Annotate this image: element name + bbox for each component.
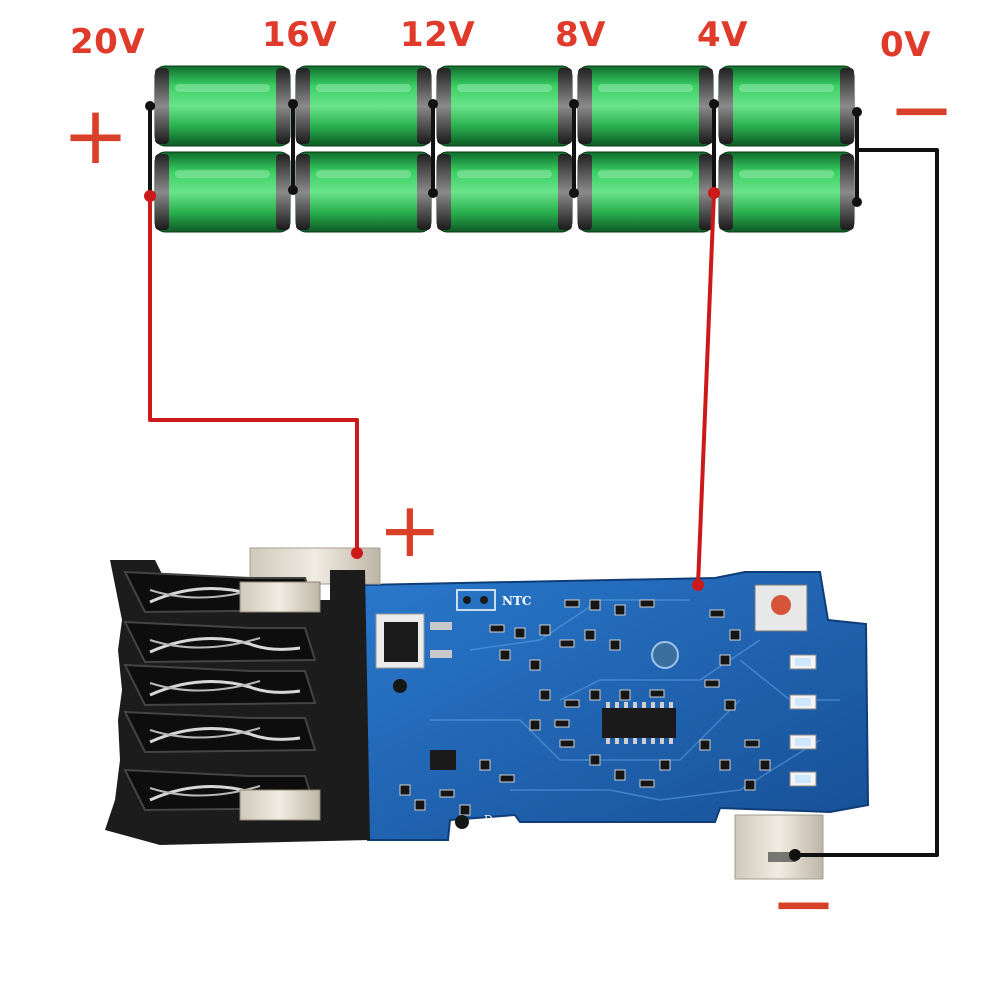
terminal-connector [105,547,381,845]
voltage-label-20v: 20V [70,22,146,62]
battery-cell [718,151,855,233]
silkscreen-d: D [484,813,493,826]
battery-cell [577,151,714,233]
neg-wire-dot [789,849,801,861]
silkscreen-ntc: NTC [502,594,531,608]
battery-cell [436,151,573,233]
terminal-blade [123,570,321,614]
pack-positive-sign: + [62,89,130,182]
push-button-switch [754,584,808,632]
voltage-label-0v: 0V [880,25,931,65]
battery-cell [295,151,432,233]
pack-negative-sign: − [888,63,956,156]
battery-pack [154,65,855,233]
mounting-hole [651,641,679,669]
battery-cell [577,65,714,147]
terminal-blade [123,620,317,664]
voltage-label-16v: 16V [262,15,338,55]
battery-cell [154,151,291,233]
wire-positive [148,196,359,553]
voltage-label-12v: 12V [400,15,476,55]
mosfet-chip [375,613,452,669]
smd-components [393,599,771,829]
controller-ic [602,702,676,744]
battery-cell [436,65,573,147]
wire-negative [795,148,939,857]
voltage-label-4v: 4V [697,15,748,55]
terminal-blade [123,663,317,707]
terminal-blade [123,768,321,821]
led-indicators [789,654,817,787]
battery-cell [154,65,291,147]
cell-links [148,104,859,202]
battery-cell [295,65,432,147]
wire-end-dots [144,187,720,591]
wire-4v-sense [696,192,716,586]
battery-cell [718,65,855,147]
bms-board: NTC D [359,571,870,841]
negative-tab [734,814,824,880]
board-positive-sign: + [378,485,442,574]
terminal-blade [123,710,317,754]
voltage-label-8v: 8V [555,15,606,55]
wires [148,148,939,857]
